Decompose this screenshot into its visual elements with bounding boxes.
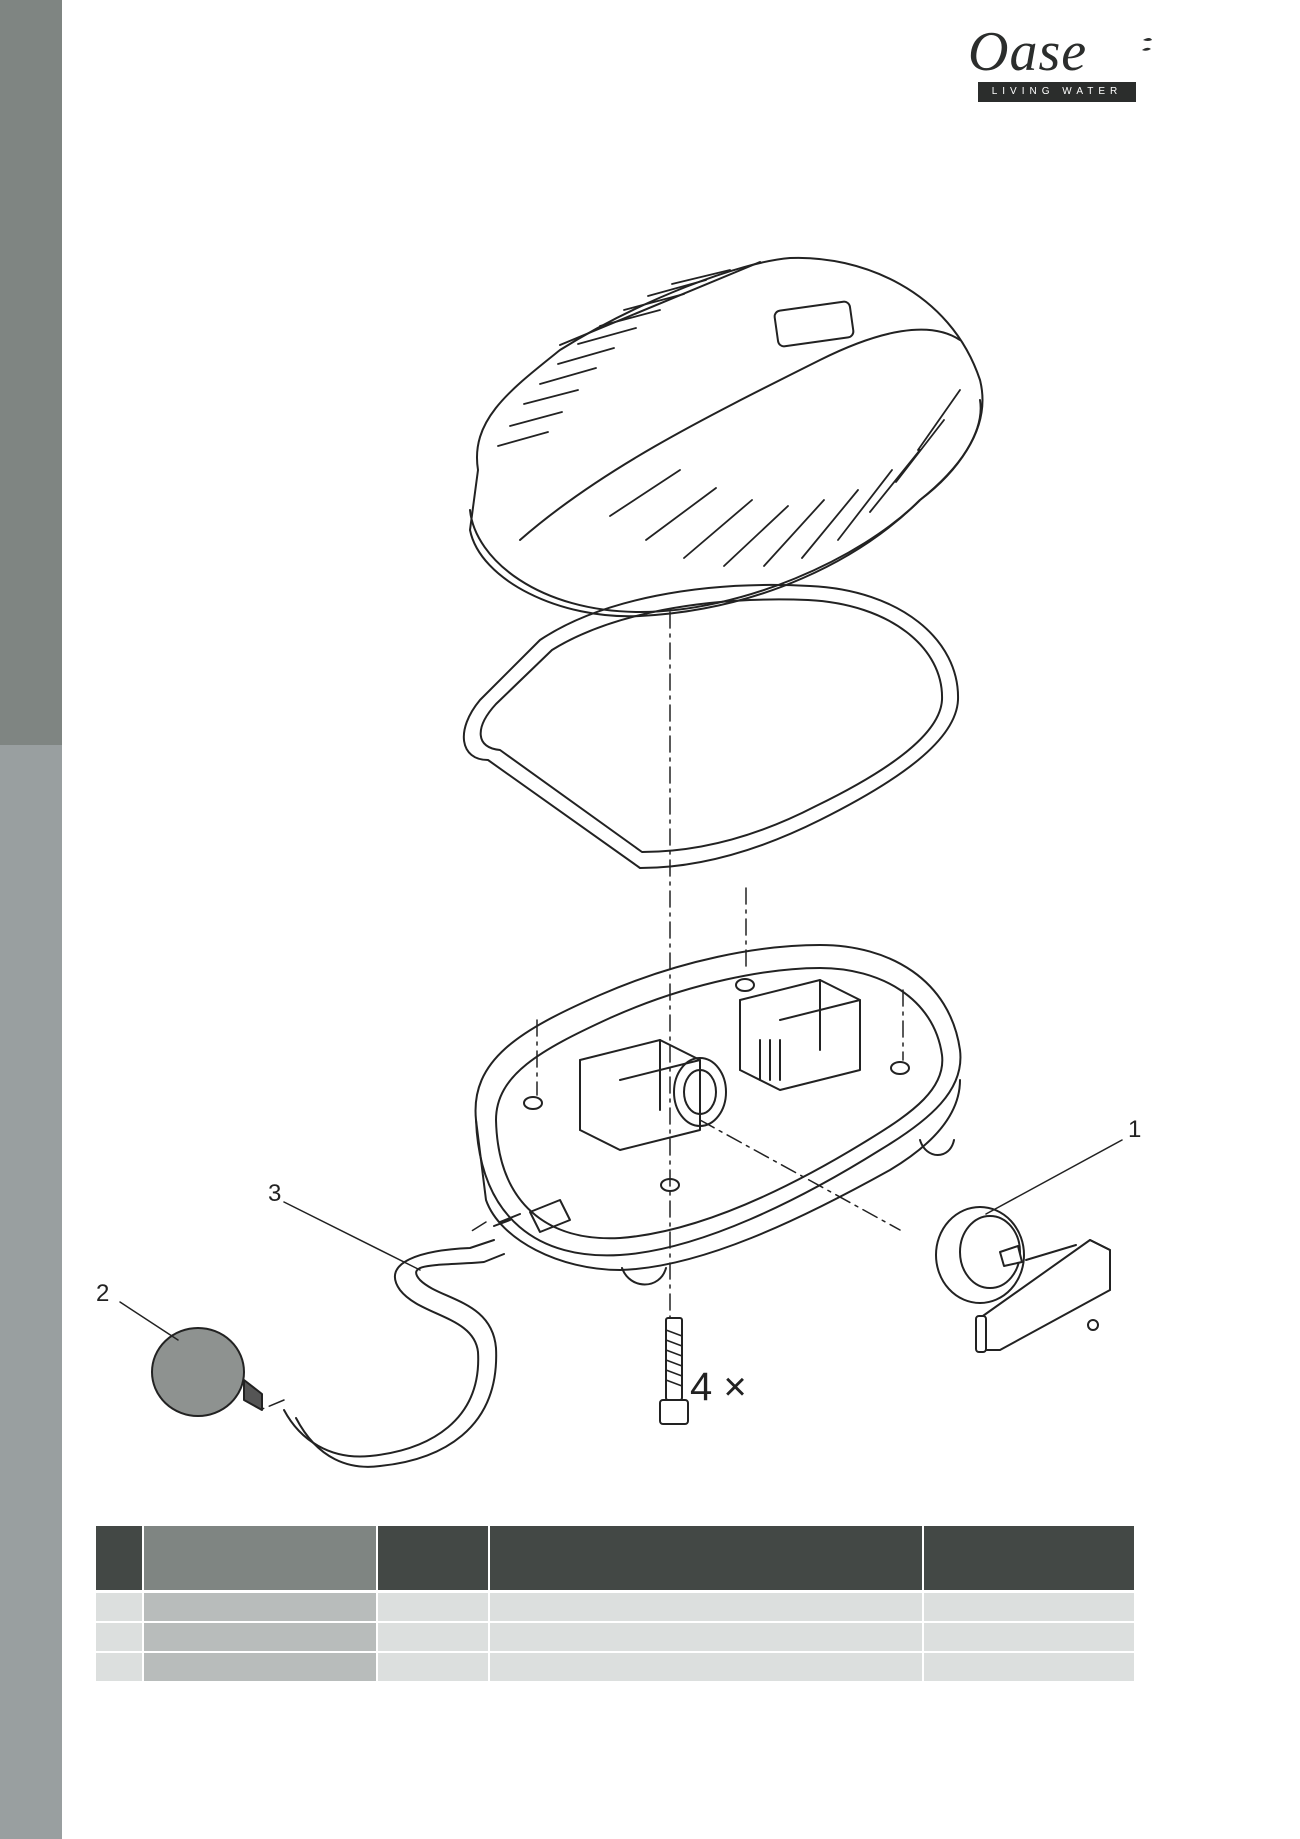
table-header-cell <box>144 1526 376 1590</box>
screw <box>659 1317 689 1425</box>
table-cell <box>924 1593 1134 1621</box>
diaphragm <box>935 1206 1077 1304</box>
droplet-mark-icon <box>1142 38 1152 51</box>
table-cell <box>96 1593 142 1621</box>
table-cell <box>96 1623 142 1651</box>
table-cell <box>96 1653 142 1681</box>
table-row <box>96 1593 1134 1621</box>
air-hose <box>283 1239 505 1468</box>
table-cell <box>144 1623 376 1651</box>
table-cell <box>144 1653 376 1681</box>
table-cell <box>490 1653 922 1681</box>
brand-logo: Oase LIVING WATER <box>960 20 1160 110</box>
table-cell <box>144 1593 376 1621</box>
table-header-cell <box>924 1526 1134 1590</box>
top-cover <box>469 256 984 618</box>
sidebar-bottom-band <box>0 745 62 1839</box>
gasket-ring <box>462 583 960 869</box>
table-header-row <box>96 1526 1134 1590</box>
center-dash-line <box>259 611 904 1411</box>
leader-lines <box>119 1139 1123 1341</box>
air-stone <box>151 1327 263 1417</box>
brand-tagline: LIVING WATER <box>978 82 1136 102</box>
table-row <box>96 1653 1134 1681</box>
brand-wordmark: Oase <box>968 21 1088 83</box>
table-row <box>96 1623 1134 1651</box>
callout-part-2: 2 <box>96 1280 110 1307</box>
table-cell <box>378 1593 488 1621</box>
table-header-cell <box>378 1526 488 1590</box>
pump-housing <box>474 944 962 1286</box>
sidebar-top-band <box>0 0 62 745</box>
table-cell <box>490 1623 922 1651</box>
table-cell <box>378 1623 488 1651</box>
table-header-cell <box>96 1526 142 1590</box>
table-header-cell <box>490 1526 922 1590</box>
table-cell <box>490 1593 922 1621</box>
table-cell <box>924 1623 1134 1651</box>
retaining-clip <box>975 1239 1111 1353</box>
screw-quantity-label: 4 × <box>690 1365 747 1409</box>
callout-part-1: 1 <box>1128 1116 1142 1143</box>
callout-part-3: 3 <box>268 1180 282 1207</box>
table-cell <box>378 1653 488 1681</box>
table-cell <box>924 1653 1134 1681</box>
parts-table <box>96 1526 1134 1683</box>
